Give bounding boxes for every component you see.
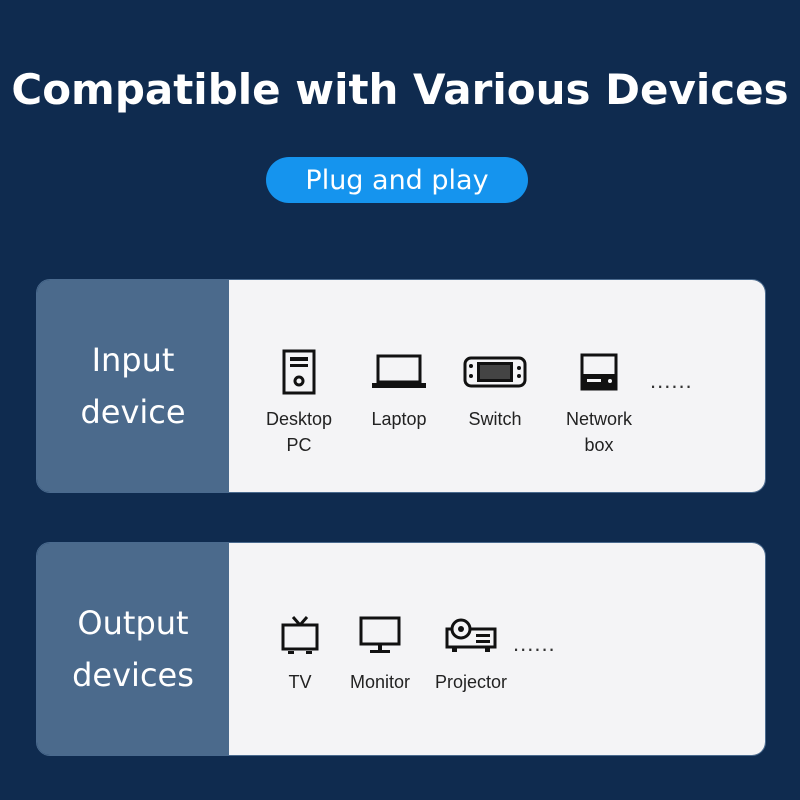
tv-icon bbox=[265, 609, 335, 661]
input-device-list: Desktop PC Laptop bbox=[229, 280, 765, 492]
badge-label: Plug and play bbox=[305, 164, 489, 196]
page-title: Compatible with Various Devices bbox=[11, 65, 789, 114]
device-name: Projector bbox=[434, 672, 508, 692]
input-device-label: Input device bbox=[37, 280, 229, 492]
monitor-icon bbox=[337, 609, 423, 661]
switch-console-icon bbox=[453, 346, 537, 398]
more-devices-ellipsis: ...... bbox=[650, 368, 693, 393]
projector-icon bbox=[425, 609, 517, 661]
device-name: TV bbox=[288, 672, 312, 692]
laptop-icon bbox=[357, 346, 441, 398]
output-device-label: Output devices bbox=[37, 543, 229, 755]
desktop-pc-icon bbox=[257, 346, 341, 398]
device-monitor: Monitor bbox=[337, 609, 423, 695]
device-tv: TV bbox=[265, 609, 335, 695]
more-devices-ellipsis: ...... bbox=[513, 631, 556, 656]
device-switch: Switch bbox=[453, 346, 537, 432]
device-laptop: Laptop bbox=[357, 346, 441, 432]
network-box-icon bbox=[549, 346, 649, 398]
device-name: Laptop bbox=[371, 409, 427, 429]
device-projector: Projector bbox=[425, 609, 517, 695]
device-name: Switch bbox=[468, 409, 522, 429]
output-device-list: TV Monitor bbox=[229, 543, 765, 755]
output-device-card: Output devices TV bbox=[36, 542, 766, 756]
input-device-card: Input device Desktop PC Laptop bbox=[36, 279, 766, 493]
device-network-box: Network box bbox=[549, 346, 649, 458]
device-name: Monitor bbox=[349, 672, 411, 692]
plug-and-play-badge: Plug and play bbox=[266, 157, 528, 203]
device-name: Network box bbox=[565, 409, 632, 455]
device-name: Desktop PC bbox=[265, 409, 333, 455]
device-desktop-pc: Desktop PC bbox=[257, 346, 341, 458]
